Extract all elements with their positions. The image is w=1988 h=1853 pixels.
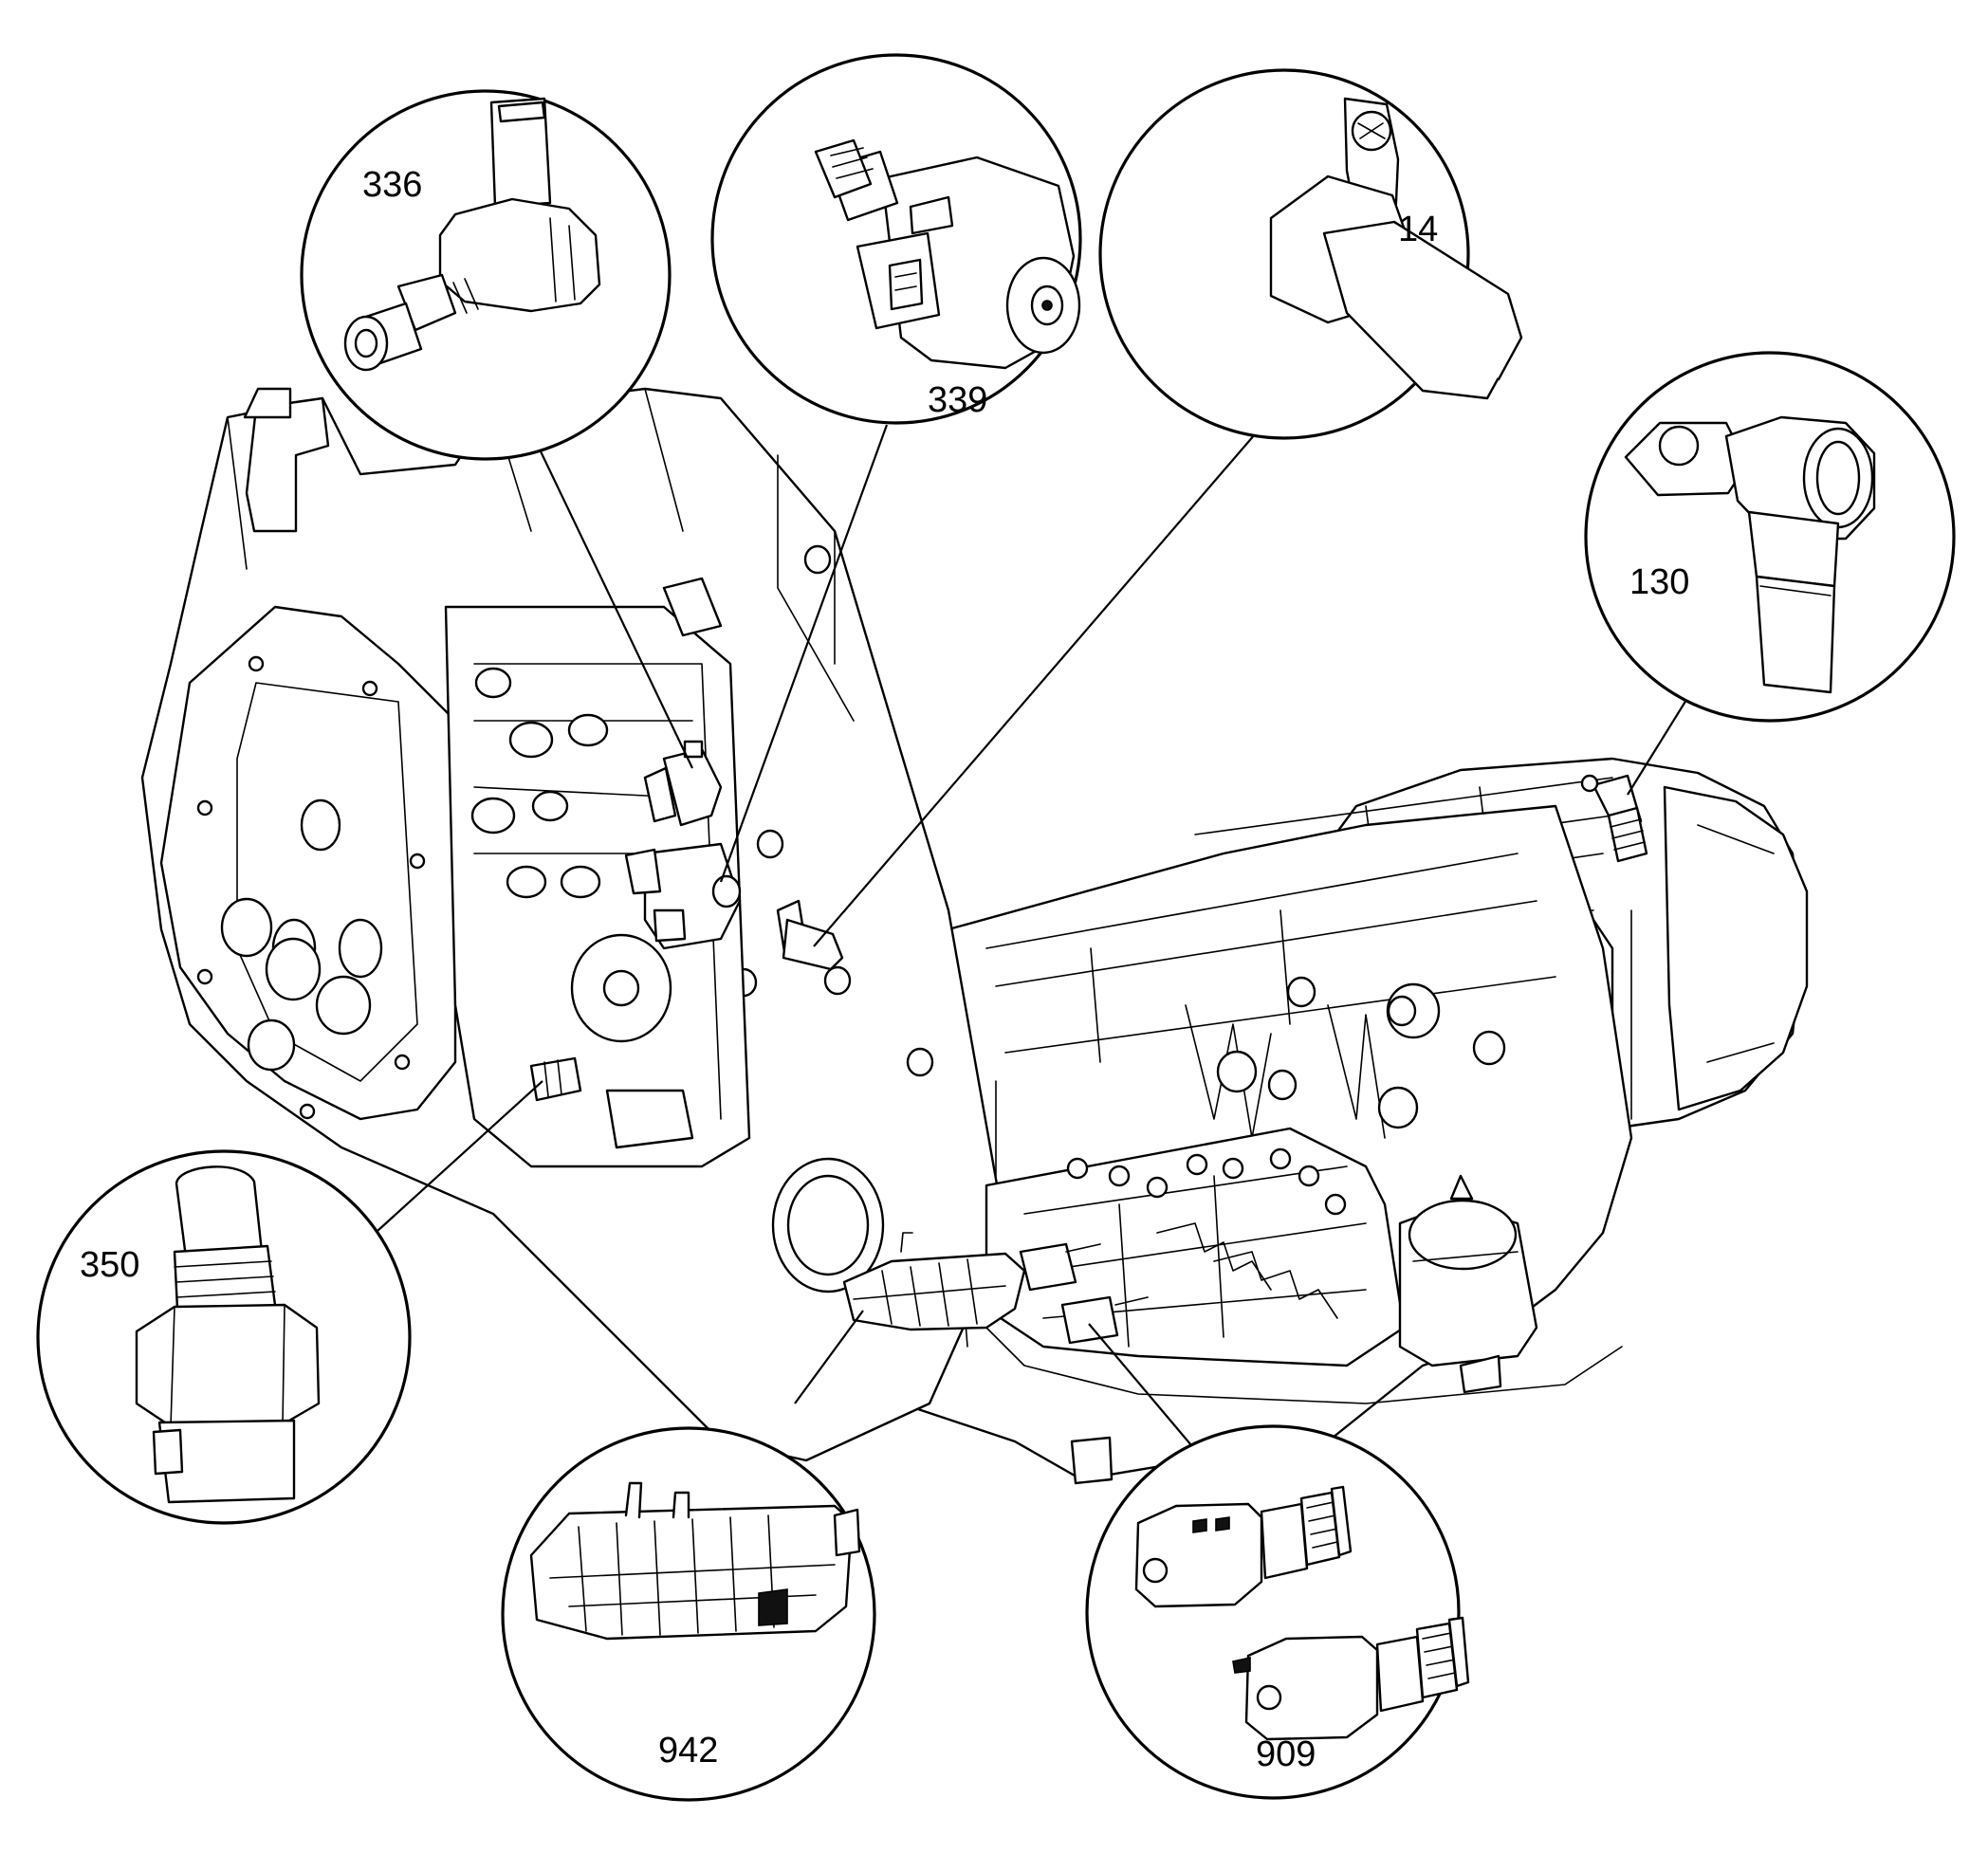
shift-solenoids-installed [1021,1244,1148,1343]
output-speed-sensor-installed [1582,776,1647,861]
shift-solenoids [1136,1487,1468,1739]
callout-336: 336 [362,165,422,205]
cover-plate [161,389,455,1119]
detail-circle-336: 336 [302,91,670,459]
callout-339: 339 [928,380,987,420]
pressure-control-solenoid [345,99,599,370]
detail-circle-350: 350 [38,1151,410,1523]
tcc-solenoid [816,140,1079,368]
callout-14: 14 [1398,210,1438,249]
input-speed-sensor-installed [778,901,842,969]
detail-circle-14: 14 [1100,70,1521,438]
callout-130: 130 [1629,562,1689,602]
leader-lines [377,413,1686,1445]
tcc-solenoid-installed [626,844,740,948]
callout-350: 350 [80,1245,139,1285]
callout-909: 909 [1256,1734,1316,1774]
detail-circle-942: 942 [503,1428,874,1800]
pressure-control-solenoid-installed [645,742,721,825]
transmission-assembly [142,389,1807,1483]
valve-body [446,578,842,1166]
fluid-temperature-sensor [137,1166,319,1502]
detail-circle-909: 909 [1087,1426,1468,1798]
internal-mode-switch [531,1483,859,1639]
detail-circle-339: 339 [712,55,1080,423]
mode-switch-installed [844,1233,1024,1330]
callout-942: 942 [658,1731,718,1770]
input-speed-sensor [1271,99,1521,398]
output-speed-sensor [1626,417,1874,692]
lower-valve-body [844,1128,1622,1483]
detail-circle-130: 130 [1586,353,1954,721]
